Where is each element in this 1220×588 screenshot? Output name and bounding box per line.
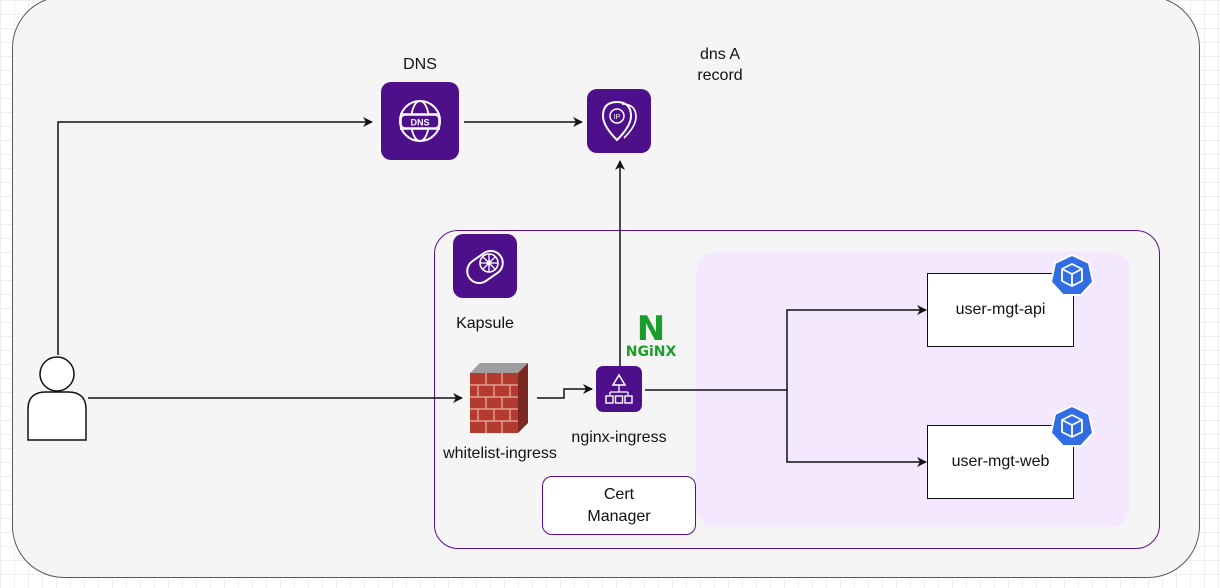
- nginx-ingress-node: [596, 366, 642, 412]
- whitelist-ingress-node: [468, 361, 530, 433]
- kapsule-label: Kapsule: [456, 315, 514, 332]
- load-balancer-icon: [605, 373, 633, 404]
- user-mgt-api-box: user-mgt-api: [927, 273, 1074, 347]
- kapsule-node: [453, 234, 517, 298]
- dns-label: DNS: [403, 56, 437, 73]
- user-actor: [26, 354, 90, 442]
- ip-node: IP: [587, 89, 651, 153]
- ip-pin-icon: IP: [601, 100, 637, 142]
- user-icon: [27, 356, 87, 441]
- user-mgt-api-label: user-mgt-api: [955, 301, 1046, 318]
- dns-node: DNS: [381, 82, 459, 160]
- edge-nginx-to-web: [786, 390, 927, 467]
- nginx-logo-icon: N: [636, 309, 666, 349]
- edge-nginx-to-api: [645, 305, 927, 391]
- user-mgt-web-box: user-mgt-web: [927, 425, 1074, 499]
- dns-tile-text: DNS: [410, 118, 429, 128]
- kubernetes-cube-icon: [1049, 404, 1095, 448]
- dns-globe-icon: DNS: [399, 100, 441, 142]
- firewall-icon: [470, 363, 528, 433]
- nginx-logo-text: NGiNX: [625, 344, 677, 360]
- edge-user-to-dns: [57, 117, 373, 355]
- cert-manager-label: Cert Manager: [587, 485, 651, 525]
- edge-whitelist-to-nginx: [537, 384, 593, 399]
- nginx-ingress-label: nginx-ingress: [571, 429, 667, 446]
- kubernetes-kapsule-icon: [466, 249, 504, 285]
- kubernetes-cube-icon: [1049, 253, 1095, 297]
- ip-tile-text: IP: [614, 114, 621, 121]
- cert-manager-box: Cert Manager: [542, 476, 696, 535]
- whitelist-ingress-label: whitelist-ingress: [443, 445, 557, 462]
- user-mgt-web-label: user-mgt-web: [951, 453, 1050, 470]
- dns-a-record-label: dns A record: [697, 46, 743, 84]
